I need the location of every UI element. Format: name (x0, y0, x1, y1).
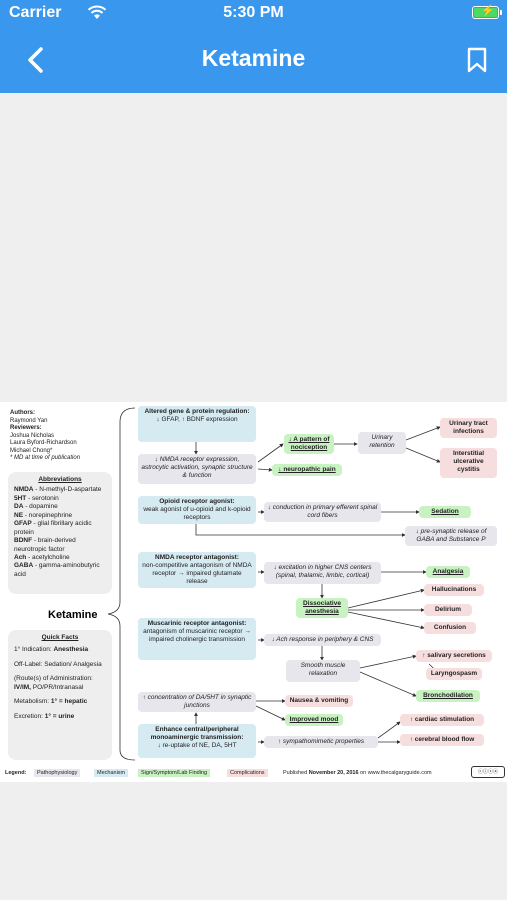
abbreviation-item: NE - norepinephrine (14, 511, 73, 519)
nausea-box: Nausea & vomiting (285, 695, 353, 707)
delirium-box: Delirium (424, 604, 472, 616)
wifi-icon (87, 5, 107, 19)
legend-item: Pathophysiology (34, 769, 81, 777)
status-bar: Carrier 5:30 PM ⚡ (0, 0, 507, 28)
content-area[interactable]: Authors: Raymond Yan Reviewers: Joshua N… (0, 93, 507, 900)
back-chevron-icon[interactable] (22, 45, 52, 75)
improved-mood-box: Improved mood (285, 714, 343, 726)
bookmark-icon[interactable] (467, 47, 487, 73)
abbreviations-panel: Abbreviations NMDA - N-methyl-D-aspartat… (8, 472, 112, 594)
smooth-muscle-box: Smooth muscle relaxation (286, 660, 360, 682)
abbreviations-title: Abbreviations (38, 476, 82, 483)
fact-offlabel: Off-Label: Sedation/ Analgesia (14, 660, 102, 668)
dissociative-anesthesia-box: Dissociative anesthesia (296, 598, 348, 618)
monoaminergic-box: Enhance central/peripheral monoaminergic… (138, 724, 256, 758)
abbreviation-item: DA - dopamine (14, 503, 58, 511)
reviewer-name: Joshua Nicholas (10, 432, 55, 439)
cystitis-box: Interstitial ulcerative cystitis (440, 448, 497, 478)
uti-box: Urinary tract infections (440, 418, 497, 438)
fact-route: (Route(s) of Administration: IV/IM, PO/P… (14, 675, 93, 691)
presynaptic-release-box: ↓ pre-synaptic release of GABA and Subst… (405, 526, 497, 546)
bloodflow-box: ↑ cerebral blood flow (400, 734, 484, 746)
ach-response-box: ↓ Ach response in periphery & CNS (264, 634, 381, 646)
reviewer-name: Michael Chong* (10, 447, 53, 454)
ketamine-label: Ketamine (48, 609, 98, 621)
creative-commons-icon: ⓒⓘⓢⓐ (471, 766, 505, 778)
legend-item: Sign/Symptom/Lab Finding (138, 769, 211, 777)
muscarinic-antagonist-box: Muscarinic receptor antagonist: antagoni… (138, 618, 256, 660)
opioid-agonist-box: Opioid receptor agonist: weak agonist of… (138, 496, 256, 524)
legend-label: Legend: (5, 770, 27, 776)
reviewers-note: * MD at time of publication (10, 455, 81, 461)
neuropathic-pain-box: ↓ neuropathic pain (272, 464, 342, 476)
nmda-antagonist-box: NMDA receptor antagonist: non-competitiv… (138, 552, 256, 588)
fact-metabolism: Metabolism: 1° = hepatic (14, 698, 88, 706)
legend-item: Complications (227, 769, 268, 777)
confusion-box: Confusion (424, 622, 476, 634)
cardiac-box: ↑ cardiac stimulation (400, 714, 484, 726)
legend-bar: Legend: Pathophysiology Mechanism Sign/S… (0, 767, 507, 782)
author-name: Raymond Yan (10, 417, 48, 424)
abbreviation-item: GABA - gamma-aminobutyric acid (14, 562, 100, 578)
nociception-box: ↓ A pattern of nociception (284, 434, 334, 454)
hallucinations-box: Hallucinations (424, 584, 484, 596)
navigation-bar: Carrier 5:30 PM ⚡ Ketamine (0, 0, 507, 93)
sympathomimetic-box: ↑ sympathomimetic properties (264, 736, 378, 748)
gene-regulation-box: Altered gene & protein regulation: ↓ GFA… (138, 406, 256, 442)
analgesia-box: Analgesia (426, 566, 470, 578)
quick-facts-title: Quick Facts (41, 634, 79, 641)
da-concentration-box: ↑ concentration of DA/5HT in synaptic ju… (138, 692, 256, 712)
abbreviation-item: NMDA - N-methyl-D-aspartate (14, 486, 102, 494)
authors-block: Authors: Raymond Yan Reviewers: Joshua N… (10, 410, 100, 463)
legend-item: Mechanism (94, 769, 129, 777)
reviewers-label: Reviewers: (10, 425, 42, 431)
nmda-expression-box: ↓ NMDA receptor expression, astrocytic a… (138, 454, 256, 484)
reviewer-name: Laura Byford-Richardson (10, 440, 77, 446)
fact-excretion: Excretion: 1° = urine (14, 712, 75, 720)
abbreviation-item: BDNF - brain-derived neurotropic factor (14, 537, 76, 553)
flowchart-connectors (107, 407, 445, 761)
abbreviation-item: GFAP - glial fibrillary acidic protein (14, 520, 92, 536)
page-title: Ketamine (201, 45, 306, 71)
quick-facts-panel: Quick Facts 1° Indication: Anesthesia Of… (8, 630, 112, 760)
abbreviation-item: Ach - acetylcholine (14, 553, 70, 561)
bronchodilation-box: Bronchodilation (416, 690, 480, 702)
authors-label: Authors: (10, 410, 35, 416)
urinary-retention-box: Urinary retention (358, 432, 406, 454)
fact-indication: 1° Indication: Anesthesia (14, 646, 89, 654)
cns-excitation-box: ↓ excitation in higher CNS centers (spin… (264, 562, 381, 584)
clock: 5:30 PM (223, 4, 284, 21)
published-note: Published November 20, 2016 on www.theca… (283, 770, 432, 776)
sedation-box: Sedation (419, 506, 471, 518)
ketamine-flowchart-image[interactable]: Authors: Raymond Yan Reviewers: Joshua N… (0, 402, 507, 782)
battery-icon: ⚡ (472, 5, 502, 19)
salivary-box: ↑ salivary secretions (416, 650, 492, 662)
laryngospasm-box: Laryngospasm (426, 668, 482, 680)
abbreviation-item: 5HT - serotonin (14, 494, 59, 502)
conduction-box: ↓ conduction in primary efferent spinal … (264, 502, 381, 522)
carrier-label: Carrier (9, 4, 62, 21)
